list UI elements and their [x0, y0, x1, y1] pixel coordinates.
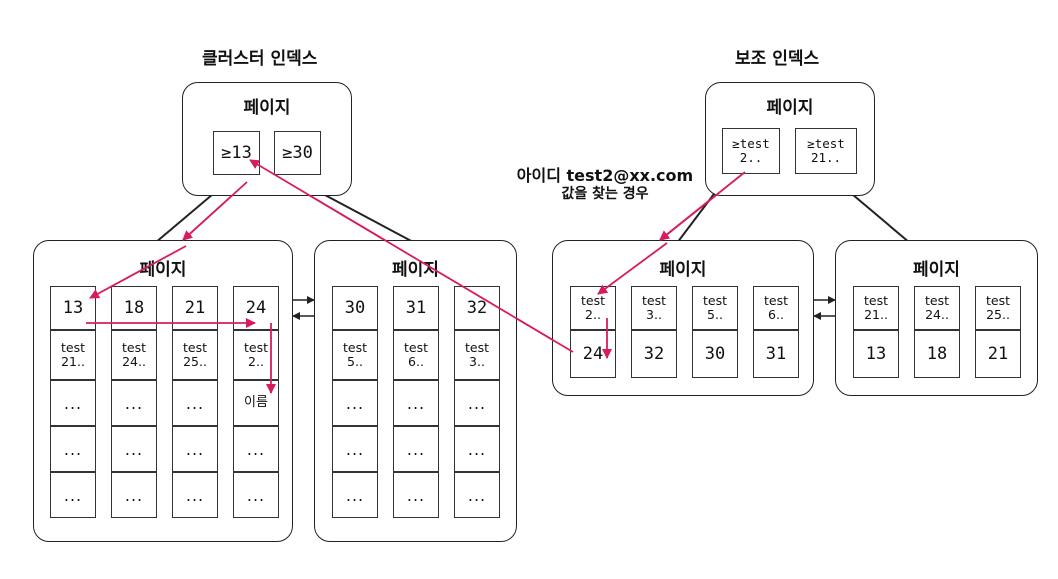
pk-cell: 13 [50, 286, 96, 330]
pk-cell: 21 [172, 286, 218, 330]
secondary-index-title: 보조 인덱스 [735, 49, 820, 69]
index-key-cell: test 21.. [853, 286, 899, 330]
row-data-cell: test 3.. [454, 330, 500, 380]
index-key-cell: test 25.. [975, 286, 1021, 330]
pk-pointer-cell: 13 [853, 330, 899, 378]
row-data-cell: test 25.. [172, 330, 218, 380]
pk-pointer-cell: 21 [975, 330, 1021, 378]
page-title: 페이지 [139, 260, 187, 280]
row-data-cell: ... [233, 426, 279, 472]
row-data-cell: test 2.. [233, 330, 279, 380]
row-data-cell: test 6.. [393, 330, 439, 380]
row-data-cell: test 5.. [332, 330, 378, 380]
search-caption: 아이디 test2@xx.com 값을 찾는 경우 [510, 166, 700, 204]
root-key-cell: ≥test 2.. [722, 128, 780, 174]
pk-pointer-cell: 24 [570, 330, 616, 378]
row-data-cell: ... [454, 380, 500, 426]
search-caption-line1: 아이디 test2@xx.com [516, 166, 694, 185]
row-data-cell: ... [454, 472, 500, 518]
pk-cell: 18 [111, 286, 157, 330]
row-data-cell: ... [393, 426, 439, 472]
pk-cell: 24 [233, 286, 279, 330]
row-data-cell: ... [172, 380, 218, 426]
row-data-cell: ... [454, 426, 500, 472]
row-data-cell: test 21.. [50, 330, 96, 380]
row-data-cell: ... [172, 426, 218, 472]
row-data-cell: ... [111, 472, 157, 518]
root-key-cell: ≥test 21.. [795, 128, 857, 174]
index-key-cell: test 6.. [753, 286, 799, 330]
name-column-cell: 이름 [233, 380, 279, 426]
page-title: 페이지 [913, 260, 960, 280]
pk-pointer-cell: 18 [914, 330, 960, 378]
row-data-cell: ... [332, 472, 378, 518]
row-data-cell: ... [172, 472, 218, 518]
page-title: 페이지 [243, 98, 291, 118]
page-title: 페이지 [392, 260, 439, 280]
row-data-cell: ... [50, 472, 96, 518]
clustered-index-title: 클러스터 인덱스 [202, 49, 318, 69]
index-key-cell: test 3.. [631, 286, 677, 330]
row-data-cell: ... [111, 380, 157, 426]
row-data-cell: ... [111, 426, 157, 472]
root-key-cell: ≥13 [213, 131, 260, 175]
row-data-cell: ... [233, 472, 279, 518]
pk-pointer-cell: 31 [753, 330, 799, 378]
pk-cell: 32 [454, 286, 500, 330]
pk-pointer-cell: 32 [631, 330, 677, 378]
page-title: 페이지 [766, 98, 814, 118]
row-data-cell: ... [332, 426, 378, 472]
index-key-cell: test 24.. [914, 286, 960, 330]
row-data-cell: ... [50, 380, 96, 426]
pk-cell: 30 [332, 286, 378, 330]
root-key-cell: ≥30 [274, 131, 321, 175]
row-data-cell: ... [332, 380, 378, 426]
row-data-cell: ... [50, 426, 96, 472]
row-data-cell: ... [393, 472, 439, 518]
index-key-cell: test 5.. [692, 286, 738, 330]
row-data-cell: test 24.. [111, 330, 157, 380]
search-caption-line2: 값을 찾는 경우 [561, 186, 649, 202]
clustered-root-page: 페이지 [182, 82, 352, 196]
page-title: 페이지 [659, 260, 707, 280]
index-key-cell: test 2.. [570, 286, 616, 330]
pk-cell: 31 [393, 286, 439, 330]
pk-pointer-cell: 30 [692, 330, 738, 378]
row-data-cell: ... [393, 380, 439, 426]
